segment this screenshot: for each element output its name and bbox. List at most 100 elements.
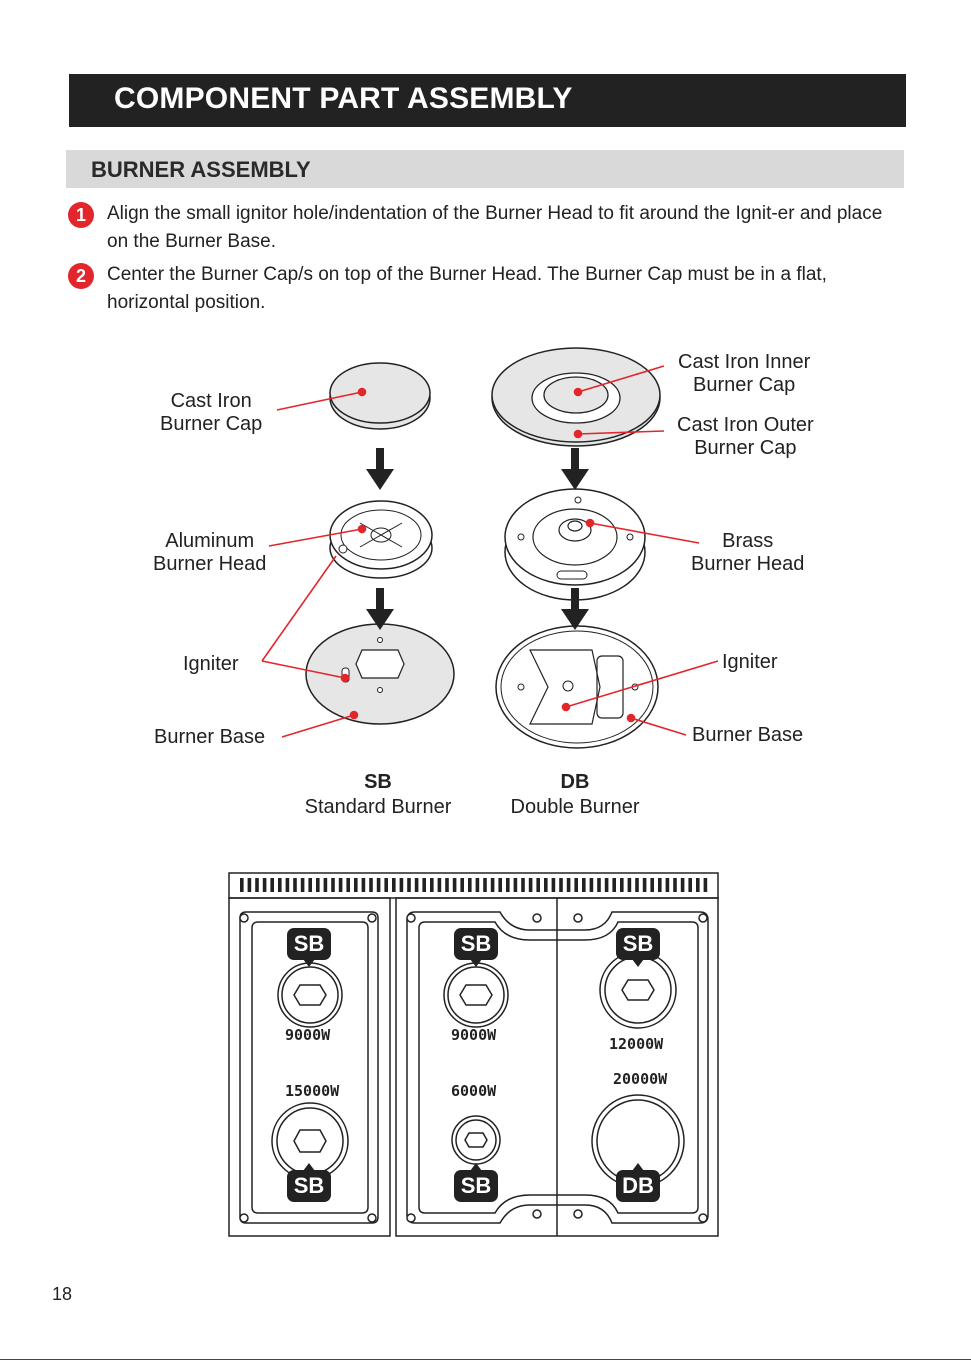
grille-slot — [300, 878, 305, 892]
grille-slot — [338, 878, 343, 892]
grille-slot — [528, 878, 533, 892]
grille-slot — [422, 878, 426, 892]
grille-slot — [414, 878, 419, 892]
grille-slot — [316, 878, 320, 892]
step-text: Align the small ignitor hole/indentation… — [107, 203, 883, 252]
grille-slot — [612, 878, 616, 892]
page-number: 18 — [52, 1284, 73, 1304]
grille-slot — [255, 878, 259, 892]
grille-slot — [650, 878, 654, 892]
grille-slot — [688, 878, 692, 892]
footer-rule — [0, 1359, 971, 1360]
section-title: BURNER ASSEMBLY — [91, 157, 311, 182]
grille-slot — [430, 878, 434, 892]
grille-slot — [604, 878, 609, 892]
grille-slot — [665, 878, 670, 892]
grille-slot — [506, 878, 510, 892]
burner-exploded-diagram — [261, 347, 719, 749]
grille-slot — [582, 878, 586, 892]
grille-slot — [331, 878, 335, 892]
grille-slot — [460, 878, 464, 892]
grille-slot — [308, 878, 312, 892]
grille-slot — [278, 878, 282, 892]
db-base-illustration — [495, 625, 659, 749]
grille-slot — [696, 878, 700, 892]
grille-slot — [445, 878, 449, 892]
grille-slot — [240, 878, 244, 892]
burner-6-badge: DB — [616, 1163, 660, 1202]
leader-lines — [261, 365, 719, 738]
grille-slot — [468, 878, 472, 892]
grille-slot — [392, 878, 396, 892]
burner-4-wattage: 6000W — [451, 1082, 497, 1100]
grille-slot — [262, 878, 267, 892]
grille-slot — [658, 878, 662, 892]
sb-base-illustration — [305, 623, 455, 725]
burner-3-wattage: 9000W — [451, 1026, 497, 1044]
page-title: COMPONENT PART ASSEMBLY — [114, 82, 573, 115]
grille-slot — [247, 878, 252, 892]
grille-slot — [285, 878, 290, 892]
grille-slot — [574, 878, 578, 892]
burner-5-badge: SB — [616, 928, 660, 967]
grille-slot — [407, 878, 411, 892]
db-caps-illustration — [491, 347, 661, 447]
grille-slot — [680, 878, 685, 892]
label-sb-igniter: Igniter — [183, 653, 239, 675]
label-db-base: Burner Base — [692, 724, 804, 746]
grille-slot — [673, 878, 677, 892]
grille-slot — [498, 878, 502, 892]
grille-slot — [642, 878, 647, 892]
label-sb-base: Burner Base — [154, 726, 266, 748]
grille-slot — [293, 878, 297, 892]
grille-slot — [513, 878, 518, 892]
grille-slot — [483, 878, 487, 892]
burner-1-badge: SB — [287, 928, 331, 967]
sb-cap-illustration — [329, 362, 431, 430]
grille-slot — [551, 878, 556, 892]
grille-slot — [399, 878, 404, 892]
step-text: Center the Burner Cap/s on top of the Bu… — [107, 264, 827, 313]
grille-slot — [536, 878, 540, 892]
grille-slot — [475, 878, 480, 892]
grille-slot — [437, 878, 442, 892]
grille-slot — [369, 878, 373, 892]
grille-slot — [384, 878, 388, 892]
burner-2-wattage: 15000W — [285, 1082, 340, 1100]
burner-6-wattage: 20000W — [613, 1070, 668, 1088]
burner-1-wattage: 9000W — [285, 1026, 331, 1044]
grille-slot — [597, 878, 601, 892]
grille-slot — [627, 878, 632, 892]
burner-3-badge: SB — [454, 928, 498, 967]
grille-slot — [354, 878, 358, 892]
grille-slot — [589, 878, 594, 892]
grille-slot — [361, 878, 366, 892]
burner-5-wattage: 12000W — [609, 1035, 664, 1053]
grille-slot — [346, 878, 350, 892]
grille-slot — [635, 878, 639, 892]
sb-head-illustration — [329, 500, 433, 579]
grille-slot — [566, 878, 571, 892]
burner-4-badge: SB — [454, 1163, 498, 1202]
burner-2-badge: SB — [287, 1163, 331, 1202]
grille-slot — [323, 878, 328, 892]
grille-slot — [559, 878, 563, 892]
grille-slot — [703, 878, 708, 892]
grille-slot — [376, 878, 381, 892]
label-db-igniter: Igniter — [722, 651, 778, 673]
grille-slot — [490, 878, 495, 892]
grille-slot — [620, 878, 624, 892]
page-header: COMPONENT PART ASSEMBLY — [69, 74, 906, 127]
grille-slot — [521, 878, 525, 892]
step-number: 2 — [68, 263, 94, 289]
section-header: BURNER ASSEMBLY — [66, 150, 904, 188]
grille-slot — [270, 878, 274, 892]
